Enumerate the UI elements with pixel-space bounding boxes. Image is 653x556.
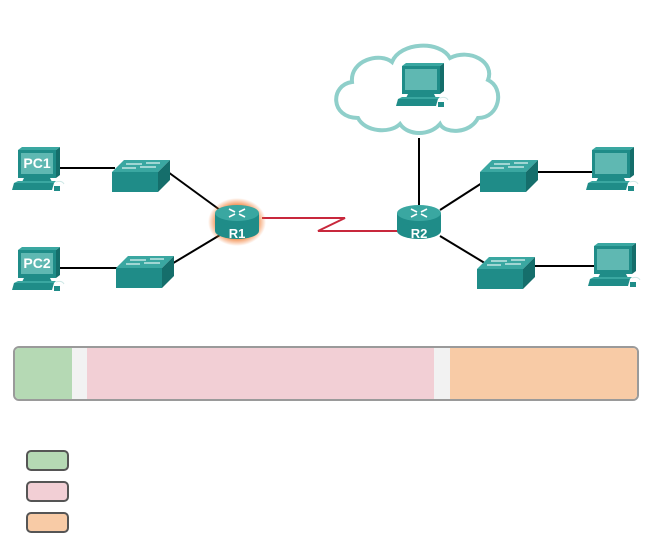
legend-swatch-peach[interactable] bbox=[26, 512, 69, 533]
link-r1-r2-serial bbox=[262, 217, 398, 232]
router-r2[interactable]: R2 bbox=[396, 204, 442, 241]
frame-segment-peach[interactable] bbox=[449, 348, 637, 399]
pc1[interactable]: PC1 bbox=[11, 146, 65, 192]
frame-gap bbox=[434, 348, 450, 399]
switch2-icon[interactable] bbox=[115, 255, 175, 289]
frame-bar bbox=[13, 346, 639, 401]
link-r2-switch3 bbox=[439, 182, 483, 211]
link-r2-switch4 bbox=[439, 235, 489, 266]
r2-label: R2 bbox=[411, 226, 428, 241]
switch1-icon[interactable] bbox=[111, 159, 171, 193]
links bbox=[55, 138, 600, 269]
cloud-network bbox=[334, 43, 501, 135]
legend-swatch-green[interactable] bbox=[26, 450, 69, 471]
switch3-icon[interactable] bbox=[479, 159, 539, 193]
frame-segment-pink[interactable] bbox=[87, 348, 435, 399]
router-r1[interactable]: R1 bbox=[208, 198, 266, 246]
pc2[interactable]: PC2 bbox=[11, 246, 65, 292]
link-switch2-r1 bbox=[169, 234, 221, 266]
network-diagram: PC1 PC2 R1 R2 bbox=[11, 43, 641, 292]
legend-swatch-pink[interactable] bbox=[26, 481, 69, 502]
switch4-icon[interactable] bbox=[476, 256, 536, 290]
r1-label: R1 bbox=[229, 226, 246, 241]
pc-right-bottom-icon[interactable] bbox=[587, 242, 641, 288]
link-switch1-r1 bbox=[167, 171, 221, 211]
pc-right-top-icon[interactable] bbox=[585, 146, 639, 192]
frame-segment-green[interactable] bbox=[15, 348, 72, 399]
pc1-label: PC1 bbox=[23, 155, 50, 171]
frame-gap bbox=[71, 348, 88, 399]
pc2-label: PC2 bbox=[23, 255, 50, 271]
